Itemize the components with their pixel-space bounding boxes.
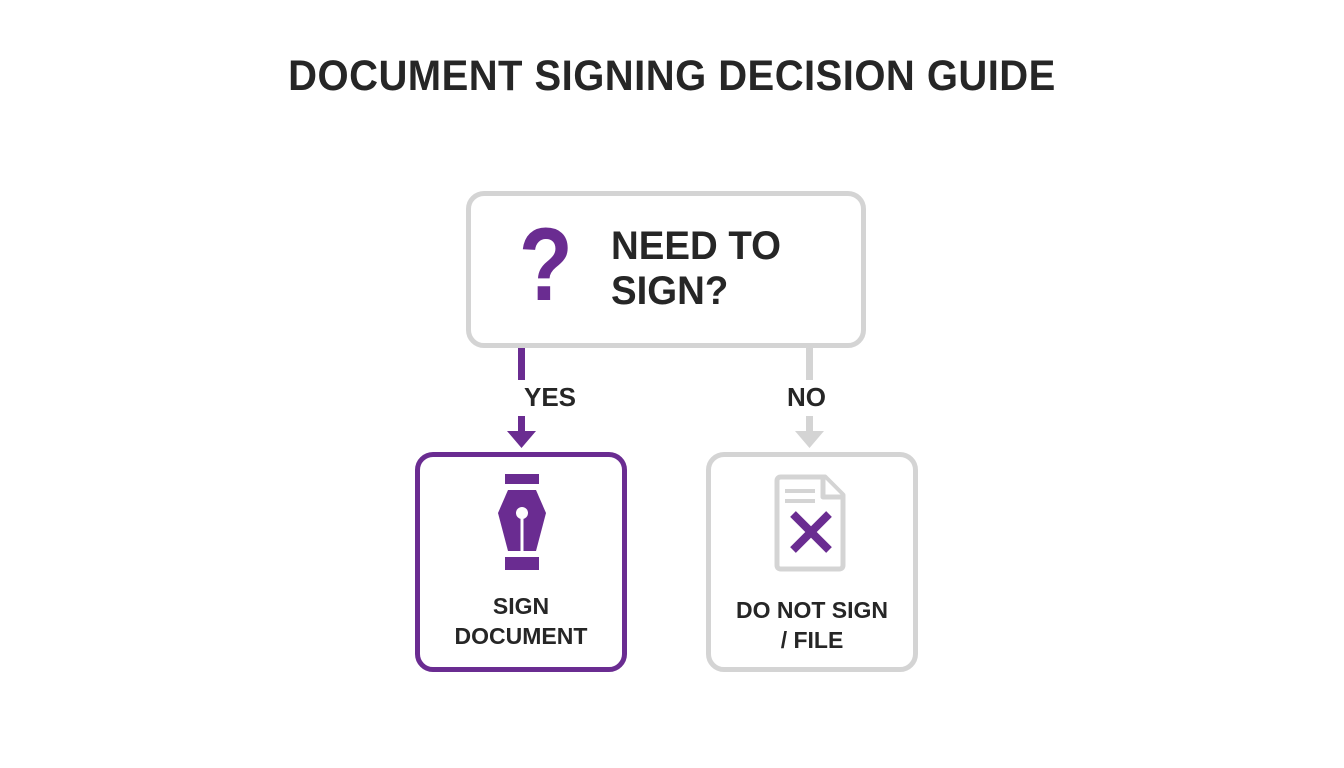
do-not-sign-line1: DO NOT SIGN xyxy=(735,597,889,623)
page-title: DOCUMENT SIGNING DECISION GUIDE xyxy=(288,52,1056,100)
decision-question-line1: NEED TO xyxy=(611,224,781,268)
fountain-pen-nib-icon xyxy=(498,474,546,570)
sign-document-line1: SIGN xyxy=(492,593,550,619)
question-mark-icon: ? xyxy=(518,207,573,323)
decision-question: NEED TO SIGN? xyxy=(611,224,781,314)
sign-document-line2: DOCUMENT xyxy=(454,623,588,649)
do-not-sign-label: DO NOT SIGN / FILE xyxy=(711,595,913,655)
do-not-sign-line2: / FILE xyxy=(780,627,844,653)
yes-label: YES xyxy=(524,382,577,412)
document-x-icon xyxy=(774,474,846,572)
decision-question-line2: SIGN? xyxy=(611,269,729,313)
no-label: NO xyxy=(787,382,826,412)
sign-document-label: SIGN DOCUMENT xyxy=(420,591,622,651)
decision-box xyxy=(466,191,866,348)
